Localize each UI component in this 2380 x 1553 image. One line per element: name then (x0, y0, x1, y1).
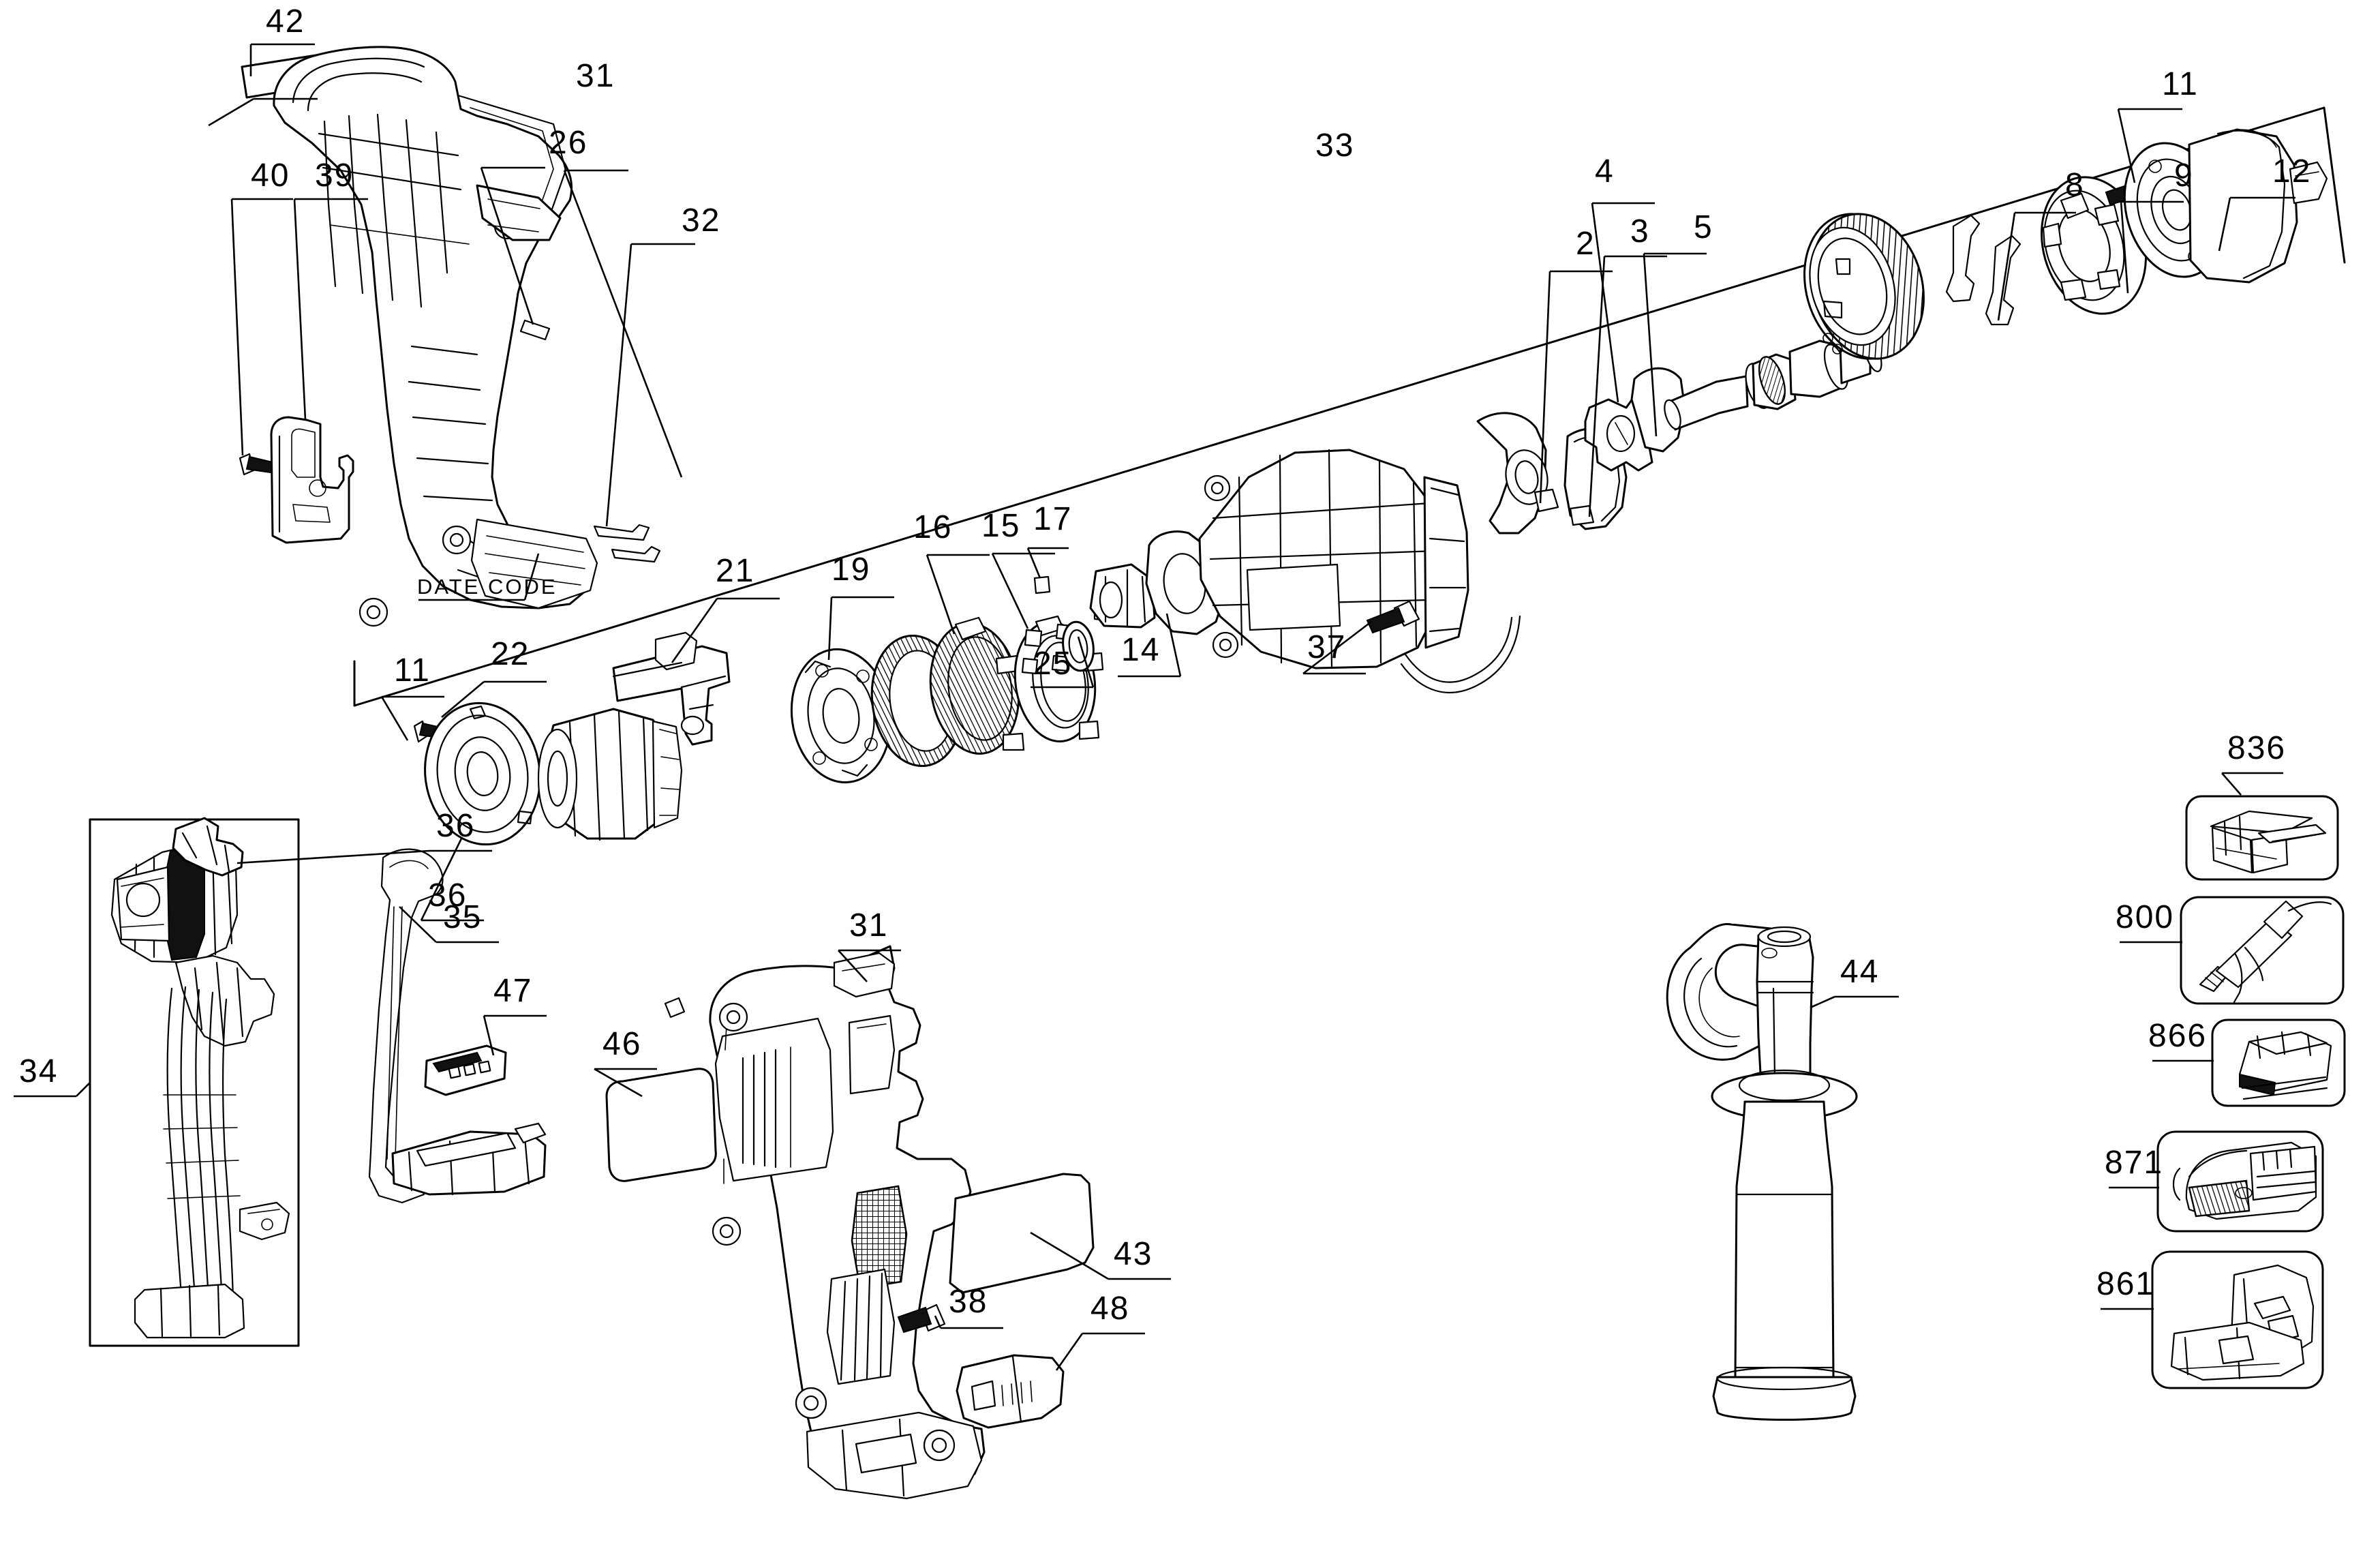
callout-36-lower: 36 (428, 877, 468, 914)
right-housing-half (605, 945, 1095, 1500)
belt-clip-39-part (270, 416, 354, 544)
callout-861: 861 (2096, 1266, 2156, 1302)
callout-25: 25 (1033, 646, 1073, 682)
callout-9: 9 (2174, 157, 2194, 194)
callout-15: 15 (981, 508, 1021, 544)
date-code-label: DATE CODE (417, 575, 558, 599)
hook-36 (172, 817, 244, 877)
callout-8: 8 (2065, 167, 2085, 203)
callout-36-upper: 36 (436, 808, 476, 844)
callout-46: 46 (602, 1026, 642, 1062)
callout-16: 16 (913, 509, 953, 545)
pin-26-part (519, 319, 551, 341)
callout-12: 12 (2272, 153, 2312, 190)
callout-866: 866 (2148, 1018, 2208, 1054)
callout-11-right: 11 (2162, 66, 2199, 102)
washer (1062, 620, 1095, 672)
end-cover-22 (424, 702, 541, 846)
callout-31-bottom: 31 (849, 907, 889, 944)
callout-44: 44 (1840, 954, 1880, 990)
harness-35 (368, 848, 444, 1204)
screw-40-part (239, 453, 279, 476)
clutch-spindle-parts (1476, 336, 1882, 534)
carrier-19 (790, 648, 892, 784)
rotor-assembly (537, 708, 683, 841)
callout-39: 39 (315, 157, 354, 194)
callout-47: 47 (493, 973, 533, 1009)
callout-43: 43 (1114, 1236, 1153, 1272)
belt-hook-switch-parts (172, 817, 547, 1204)
leader-lines (14, 43, 2295, 1371)
callout-40: 40 (251, 157, 290, 194)
accessory-box-861 (2151, 1250, 2324, 1389)
switch-pad-47 (424, 1044, 507, 1096)
callout-17: 17 (1033, 501, 1073, 537)
switch-base-plate (391, 1122, 547, 1196)
accessory-boxes (2151, 795, 2346, 1389)
callout-26: 26 (549, 125, 588, 161)
chuck-assembly (1803, 128, 2328, 360)
callout-11-left: 11 (394, 652, 431, 689)
accessory-box-866 (2211, 1019, 2346, 1107)
callout-2: 2 (1576, 226, 1596, 262)
callout-32: 32 (682, 202, 721, 239)
callout-14: 14 (1121, 632, 1161, 668)
callout-34: 34 (19, 1053, 59, 1089)
assembly-bracket-line (353, 106, 2346, 707)
callout-800: 800 (2116, 899, 2175, 935)
clip-32-parts (593, 524, 661, 563)
callout-38: 38 (949, 1284, 988, 1320)
callout-31-top: 31 (576, 58, 615, 94)
callout-48: 48 (1090, 1291, 1130, 1327)
callout-42: 42 (266, 3, 305, 40)
chuck-body-12 (2123, 128, 2328, 284)
left-housing-half (239, 46, 661, 627)
callout-3: 3 (1630, 213, 1650, 250)
callout-836: 836 (2227, 730, 2287, 766)
callout-33: 33 (1315, 127, 1355, 164)
ring-gear-16 (929, 616, 1025, 755)
hammer-mech (1089, 563, 1156, 629)
accessory-box-800 (2180, 896, 2345, 1005)
callout-21: 21 (716, 553, 755, 589)
callout-4: 4 (1595, 153, 1615, 190)
callout-5: 5 (1694, 209, 1713, 245)
callout-22: 22 (491, 636, 530, 672)
callout-37: 37 (1307, 629, 1347, 665)
callout-871: 871 (2105, 1145, 2164, 1181)
fork-8-parts (1945, 214, 2022, 326)
screw-37 (1366, 600, 1420, 634)
accessory-box-871 (2156, 1130, 2324, 1233)
label-plate-43 (949, 1173, 1095, 1294)
boxed-assembly-34 (89, 818, 300, 1347)
collar-ring (1803, 213, 1925, 360)
side-handle-44 (1666, 923, 1858, 1421)
accessory-box-836 (2185, 795, 2339, 881)
gearbox-housing-33 (1198, 449, 1521, 694)
callout-35: 35 (443, 899, 483, 935)
cover-plate-48 (956, 1354, 1065, 1429)
callout-19: 19 (832, 552, 871, 588)
